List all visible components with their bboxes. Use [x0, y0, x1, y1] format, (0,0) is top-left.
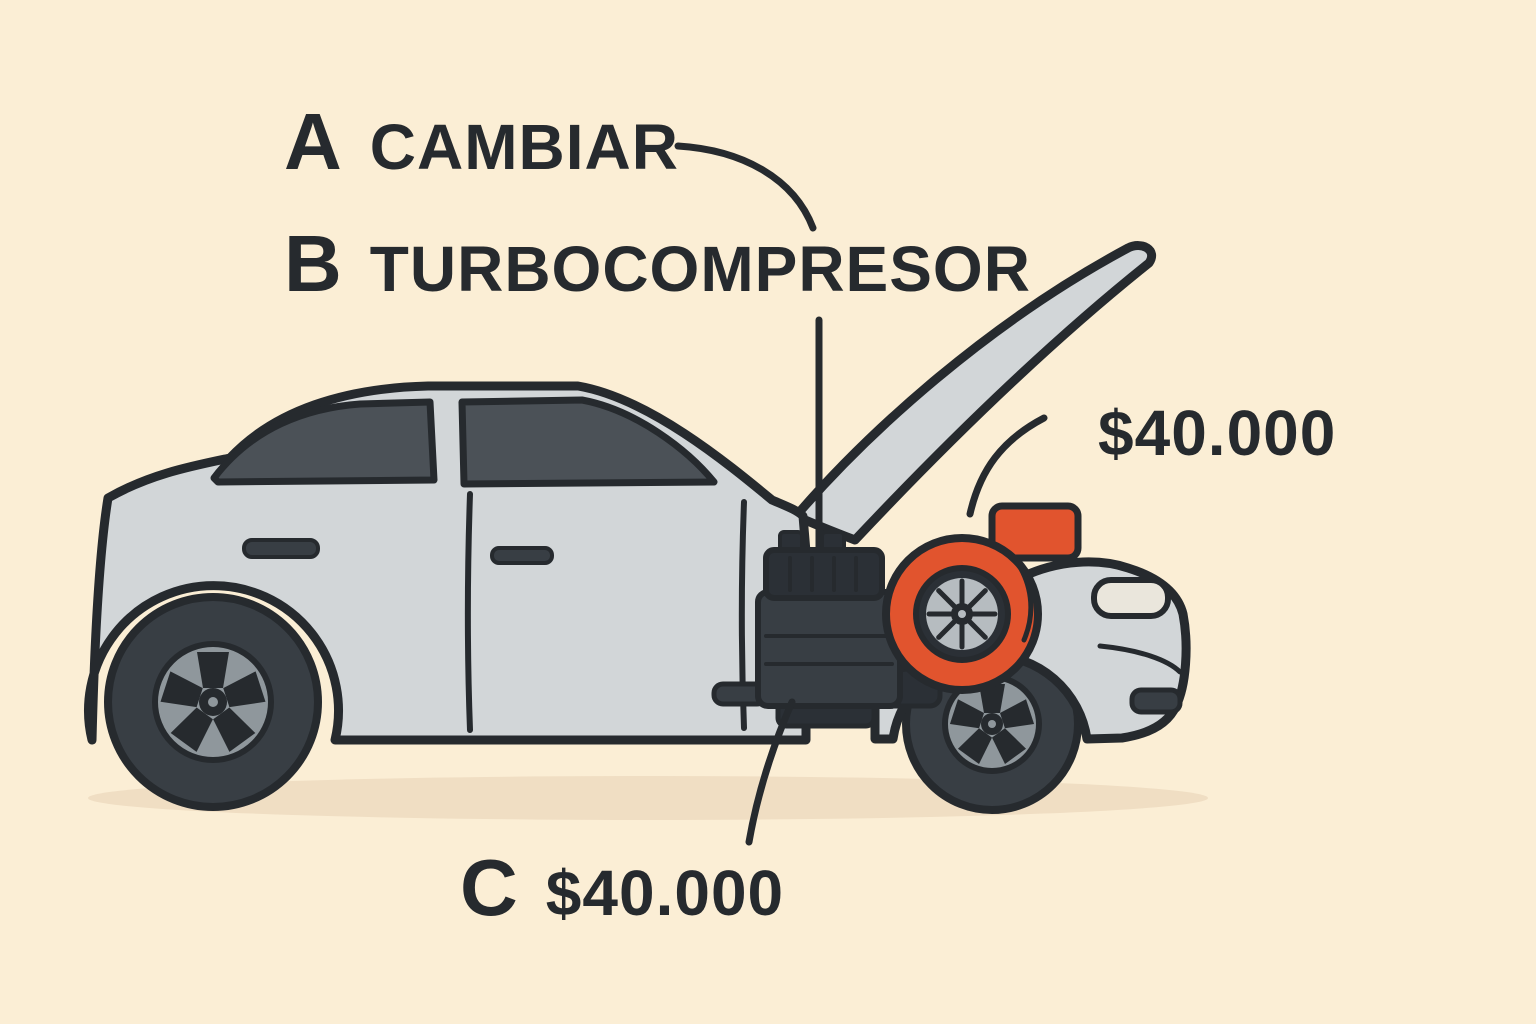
option-b-marker: B — [284, 219, 342, 308]
option-a-text: CAMBIAR — [369, 111, 679, 183]
impeller-blades — [926, 578, 998, 650]
front-wheel-spokes — [949, 684, 1035, 765]
front-window — [458, 396, 718, 488]
headlight — [1091, 577, 1171, 619]
rear-window — [210, 398, 438, 486]
impeller-hub-cap — [958, 610, 966, 618]
leader-line-a-curve — [674, 142, 817, 232]
block-lines — [764, 634, 894, 666]
bumper-crease — [1097, 643, 1183, 675]
rear-wheel-spokes — [160, 652, 266, 752]
option-c-text: $40.000 — [545, 857, 785, 929]
rear-wheel — [104, 593, 322, 811]
annotation-turbo-price: $40.000 — [1098, 397, 1337, 469]
door-handle-rear — [242, 538, 320, 559]
front-hub-cap — [988, 720, 996, 728]
leader-line-turbo-price — [966, 414, 1048, 518]
turbo-scroll-line — [1011, 555, 1034, 643]
front-wheel — [902, 634, 1082, 814]
option-b-text: TURBOCOMPRESOR — [369, 233, 1031, 305]
turbocharger — [882, 502, 1082, 694]
annotation-option-a: A CAMBIAR — [284, 96, 679, 188]
lower-grille — [1129, 687, 1183, 715]
hood-open — [791, 241, 1156, 545]
rear-hub-cap — [208, 697, 218, 707]
option-a-marker: A — [284, 97, 342, 186]
door-handle-front — [490, 546, 554, 565]
valve-cover — [763, 547, 885, 601]
annotation-option-b: B TURBOCOMPRESOR — [284, 218, 1031, 310]
leader-line-c-price — [745, 698, 796, 846]
annotation-option-c: C $40.000 — [460, 842, 784, 934]
door-seam-center — [464, 491, 473, 733]
turbo-outlet — [988, 502, 1082, 562]
cylinder-block — [755, 589, 903, 709]
valve-cover-ribs — [788, 556, 858, 592]
turbo-impeller — [926, 578, 998, 650]
option-c-marker: C — [460, 843, 518, 932]
